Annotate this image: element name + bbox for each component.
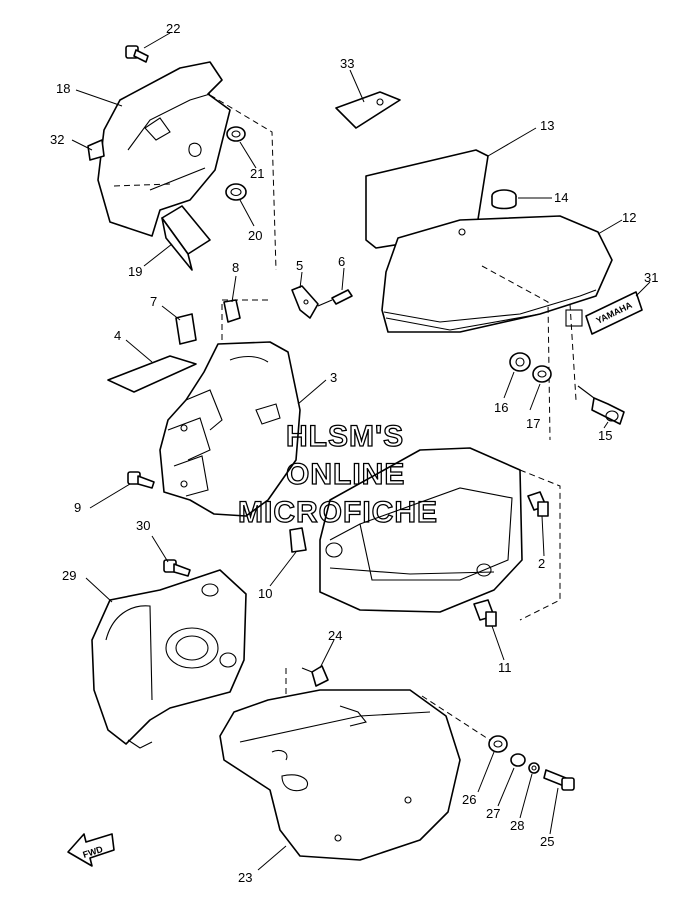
- callout-22: 22: [166, 21, 180, 36]
- part-29-cover: [91, 569, 247, 749]
- callout-17: 17: [526, 416, 540, 431]
- callout-16: 16: [494, 400, 508, 415]
- callout-numbers: 22 18 32 21 20 19 33 13 14 12 8 5 6 31 7…: [50, 21, 658, 885]
- part-15-fastener: [577, 385, 625, 425]
- leader-lines: [71, 32, 651, 871]
- part-3-bracket: [159, 299, 301, 517]
- callout-10: 10: [258, 586, 272, 601]
- part-26-grommet: [488, 735, 508, 753]
- callout-31: 31: [644, 270, 658, 285]
- callout-28: 28: [510, 818, 524, 833]
- part-28-washer: [528, 762, 540, 774]
- part-25-bolt: [543, 769, 575, 791]
- part-7-pad: [175, 313, 197, 345]
- watermark-line-3: MICROFICHE: [238, 496, 438, 529]
- part-2-bolt: [527, 491, 549, 517]
- callout-12: 12: [622, 210, 636, 225]
- part-22-bolt: [125, 45, 149, 63]
- callout-25: 25: [540, 834, 554, 849]
- callout-27: 27: [486, 806, 500, 821]
- part-31-decal: YAMAHA: [585, 291, 643, 335]
- callout-8: 8: [232, 260, 239, 275]
- callout-6: 6: [338, 254, 345, 269]
- part-33-clip: [335, 91, 401, 129]
- callout-4: 4: [114, 328, 121, 343]
- part-5-bracket: [291, 285, 319, 319]
- part-20-grommet: [225, 183, 247, 201]
- callout-13: 13: [540, 118, 554, 133]
- callout-29: 29: [62, 568, 76, 583]
- part-32-tab: [87, 139, 105, 161]
- callout-32: 32: [50, 132, 64, 147]
- part-14-grommet: [491, 189, 517, 210]
- callout-7: 7: [150, 294, 157, 309]
- part-16-grommet: [509, 352, 531, 372]
- part-23-lower-cover: [219, 689, 497, 861]
- watermark: HLSM'S ONLINE MICROFICHE: [237, 419, 438, 529]
- part-6-screw: [317, 289, 353, 307]
- callout-30: 30: [136, 518, 150, 533]
- air-box-assembly: [319, 447, 561, 621]
- part-27-collar: [510, 753, 526, 767]
- part-12-side-cover: [381, 215, 613, 441]
- watermark-line-2: ONLINE: [286, 458, 405, 491]
- part-4-pad: [107, 355, 197, 393]
- callout-9: 9: [74, 500, 81, 515]
- callout-26: 26: [462, 792, 476, 807]
- part-17-collar: [532, 365, 552, 383]
- callout-24: 24: [328, 628, 342, 643]
- callout-18: 18: [56, 81, 70, 96]
- part-24-screw: [285, 665, 329, 760]
- callout-15: 15: [598, 428, 612, 443]
- callout-5: 5: [296, 258, 303, 273]
- callout-19: 19: [128, 264, 142, 279]
- callout-21: 21: [250, 166, 264, 181]
- part-21-grommet: [226, 126, 246, 142]
- part-18-side-cover: [97, 61, 277, 271]
- part-8-clip: [223, 299, 241, 323]
- watermark-line-1: HLSM'S: [286, 420, 404, 453]
- callout-11: 11: [498, 660, 512, 675]
- part-30-bolt: [163, 559, 191, 577]
- part-10-clip: [289, 527, 307, 553]
- callout-2: 2: [538, 556, 545, 571]
- callout-33: 33: [340, 56, 354, 71]
- callout-14: 14: [554, 190, 568, 205]
- callout-20: 20: [248, 228, 262, 243]
- callout-23: 23: [238, 870, 252, 885]
- fwd-arrow-icon: FWD: [67, 833, 115, 867]
- callout-3: 3: [330, 370, 337, 385]
- part-9-bolt: [127, 471, 155, 489]
- part-19-damper: [161, 205, 211, 271]
- part-11-bolt: [473, 599, 497, 627]
